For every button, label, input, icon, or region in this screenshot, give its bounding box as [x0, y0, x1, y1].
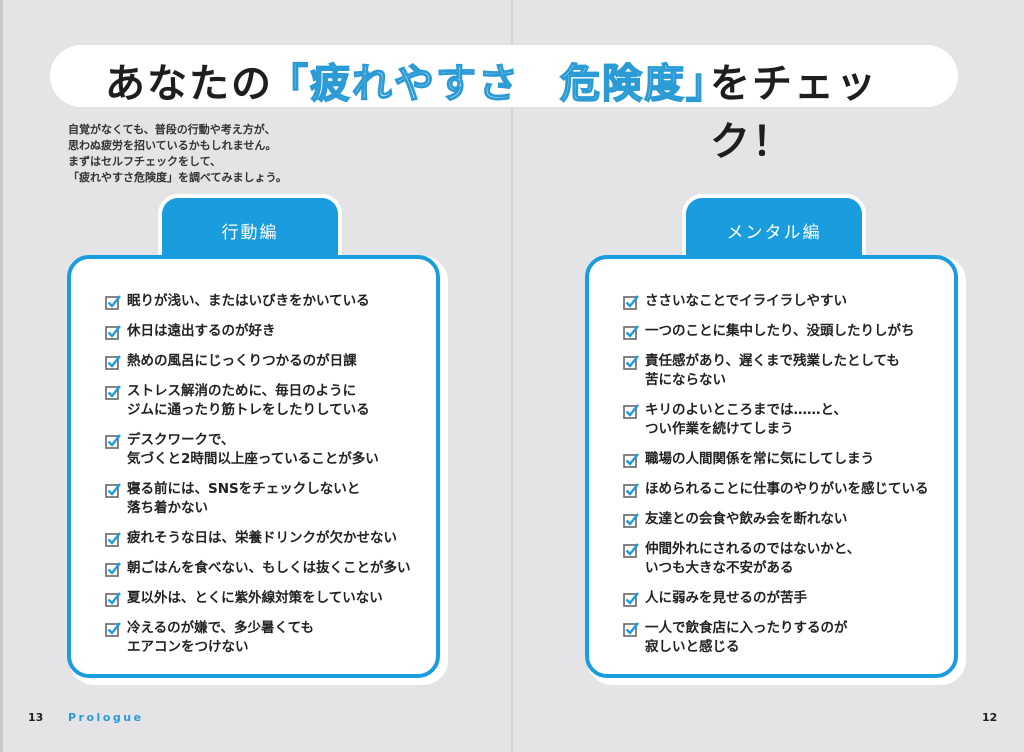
intro-line: 自覚がなくても、普段の行動や考え方が、	[68, 123, 276, 136]
checklist-item-text: ほめられることに仕事のやりがいを感じている	[645, 481, 929, 497]
checklist-item: ささいなことでイライラしやすい	[623, 292, 929, 311]
title-highlight: 「疲れやすさ	[267, 60, 520, 108]
title-part: をチェック！	[710, 61, 878, 165]
checklist-item: デスクワークで、 気づくと2時間以上座っていることが多い	[105, 431, 411, 469]
checklist-item: 熱めの風呂にじっくりつかるのが日課	[105, 352, 411, 371]
checkbox-checked-icon	[105, 531, 121, 547]
checkbox-checked-icon	[105, 354, 121, 370]
book-spine	[511, 0, 513, 752]
checkbox-checked-icon	[623, 354, 639, 370]
title-banner: あなたの 「疲れやすさ 危険度」 をチェック！	[50, 45, 958, 165]
checklist-item: 寝る前には、SNSをチェックしないと 落ち着かない	[105, 480, 411, 518]
mental-checklist: ささいなことでイライラしやすい一つのことに集中したり、没頭したりしがち責任感があ…	[585, 255, 958, 678]
page-number-left: 13	[28, 711, 44, 724]
tab-mental: メンタル編	[686, 198, 862, 258]
checkbox-checked-icon	[623, 294, 639, 310]
checklist-item: 仲間外れにされるのではないかと、 いつも大きな不安がある	[623, 540, 929, 578]
checkbox-checked-icon	[105, 561, 121, 577]
checkbox-checked-icon	[623, 542, 639, 558]
checklist-item: 疲れそうな日は、栄養ドリンクが欠かせない	[105, 529, 411, 548]
checkbox-checked-icon	[105, 294, 121, 310]
checklist-item-text: 職場の人間関係を常に気にしてしまう	[645, 451, 875, 467]
checklist-item: 朝ごはんを食べない、もしくは抜くことが多い	[105, 559, 411, 578]
checklist-item-text: 朝ごはんを食べない、もしくは抜くことが多い	[127, 560, 411, 576]
checklist-item-text: 責任感があり、遅くまで残業したとしても 苦にならない	[645, 353, 900, 388]
checklist-item-text: ストレス解消のために、毎日のように ジムに通ったり筋トレをしたりしている	[127, 383, 370, 418]
intro-text: 自覚がなくても、普段の行動や考え方が、 思わぬ疲労を招いているかもしれません。 …	[68, 122, 287, 186]
checklist-item: ストレス解消のために、毎日のように ジムに通ったり筋トレをしたりしている	[105, 382, 411, 420]
checklist-item-text: 一つのことに集中したり、没頭したりしがち	[645, 323, 915, 339]
checklist-item: 冷えるのが嫌で、多少暑くても エアコンをつけない	[105, 619, 411, 657]
checklist-item-text: 休日は遠出するのが好き	[127, 323, 276, 339]
checklist-item-text: 友達との会食や飲み会を断れない	[645, 511, 848, 527]
checkbox-checked-icon	[105, 433, 121, 449]
checklist-item-text: キリのよいところまでは……と、 つい作業を続けてしまう	[645, 402, 847, 437]
checkbox-checked-icon	[623, 482, 639, 498]
checkbox-checked-icon	[105, 384, 121, 400]
title-part: あなたの	[105, 61, 273, 107]
checkbox-checked-icon	[105, 482, 121, 498]
checklist-item-text: 冷えるのが嫌で、多少暑くても エアコンをつけない	[127, 620, 314, 655]
checklist-item-text: 眠りが浅い、またはいびきをかいている	[127, 293, 370, 309]
checklist-item-text: 一人で飲食店に入ったりするのが 寂しいと感じる	[645, 620, 848, 655]
checklist-item: キリのよいところまでは……と、 つい作業を続けてしまう	[623, 401, 929, 439]
checklist-item-text: 熱めの風呂にじっくりつかるのが日課	[127, 353, 357, 369]
checklist-item: 休日は遠出するのが好き	[105, 322, 411, 341]
page-number-right: 12	[982, 711, 998, 724]
checklist-item: 一人で飲食店に入ったりするのが 寂しいと感じる	[623, 619, 929, 657]
intro-line: 思わぬ疲労を招いているかもしれません。	[68, 139, 277, 152]
checkbox-checked-icon	[623, 403, 639, 419]
checkbox-checked-icon	[623, 591, 639, 607]
checklist-item-text: デスクワークで、 気づくと2時間以上座っていることが多い	[127, 432, 379, 467]
checklist-item-text: 寝る前には、SNSをチェックしないと 落ち着かない	[127, 481, 361, 516]
page-edge	[0, 0, 3, 752]
checklist-item: 夏以外は、とくに紫外線対策をしていない	[105, 589, 411, 608]
intro-line: まずはセルフチェックをして、	[68, 155, 222, 168]
title-highlight: 危険度」	[559, 60, 728, 108]
checkbox-checked-icon	[105, 591, 121, 607]
checklist-item: 眠りが浅い、またはいびきをかいている	[105, 292, 411, 311]
checkbox-checked-icon	[623, 621, 639, 637]
checklist-item-text: 人に弱みを見せるのが苦手	[645, 590, 807, 606]
checklist-item-text: 夏以外は、とくに紫外線対策をしていない	[127, 590, 383, 606]
checklist-item: 責任感があり、遅くまで残業したとしても 苦にならない	[623, 352, 929, 390]
checklist-item-text: 疲れそうな日は、栄養ドリンクが欠かせない	[127, 530, 397, 546]
checkbox-checked-icon	[623, 512, 639, 528]
checklist-item: 人に弱みを見せるのが苦手	[623, 589, 929, 608]
checkbox-checked-icon	[105, 621, 121, 637]
checklist-item-text: ささいなことでイライラしやすい	[645, 293, 847, 309]
behavior-checklist: 眠りが浅い、またはいびきをかいている休日は遠出するのが好き熱めの風呂にじっくりつ…	[67, 255, 440, 678]
checklist-item: 職場の人間関係を常に気にしてしまう	[623, 450, 929, 469]
checklist-item: 一つのことに集中したり、没頭したりしがち	[623, 322, 929, 341]
checklist-item: 友達との会食や飲み会を断れない	[623, 510, 929, 529]
checkbox-checked-icon	[623, 324, 639, 340]
checkbox-checked-icon	[623, 452, 639, 468]
section-label: Prologue	[68, 711, 144, 724]
intro-line: 「疲れやすさ危険度」を調べてみましょう。	[68, 171, 287, 184]
tab-behavior: 行動編	[162, 198, 338, 258]
checklist-item: ほめられることに仕事のやりがいを感じている	[623, 480, 929, 499]
checklist-item-text: 仲間外れにされるのではないかと、 いつも大きな不安がある	[645, 541, 861, 576]
checkbox-checked-icon	[105, 324, 121, 340]
